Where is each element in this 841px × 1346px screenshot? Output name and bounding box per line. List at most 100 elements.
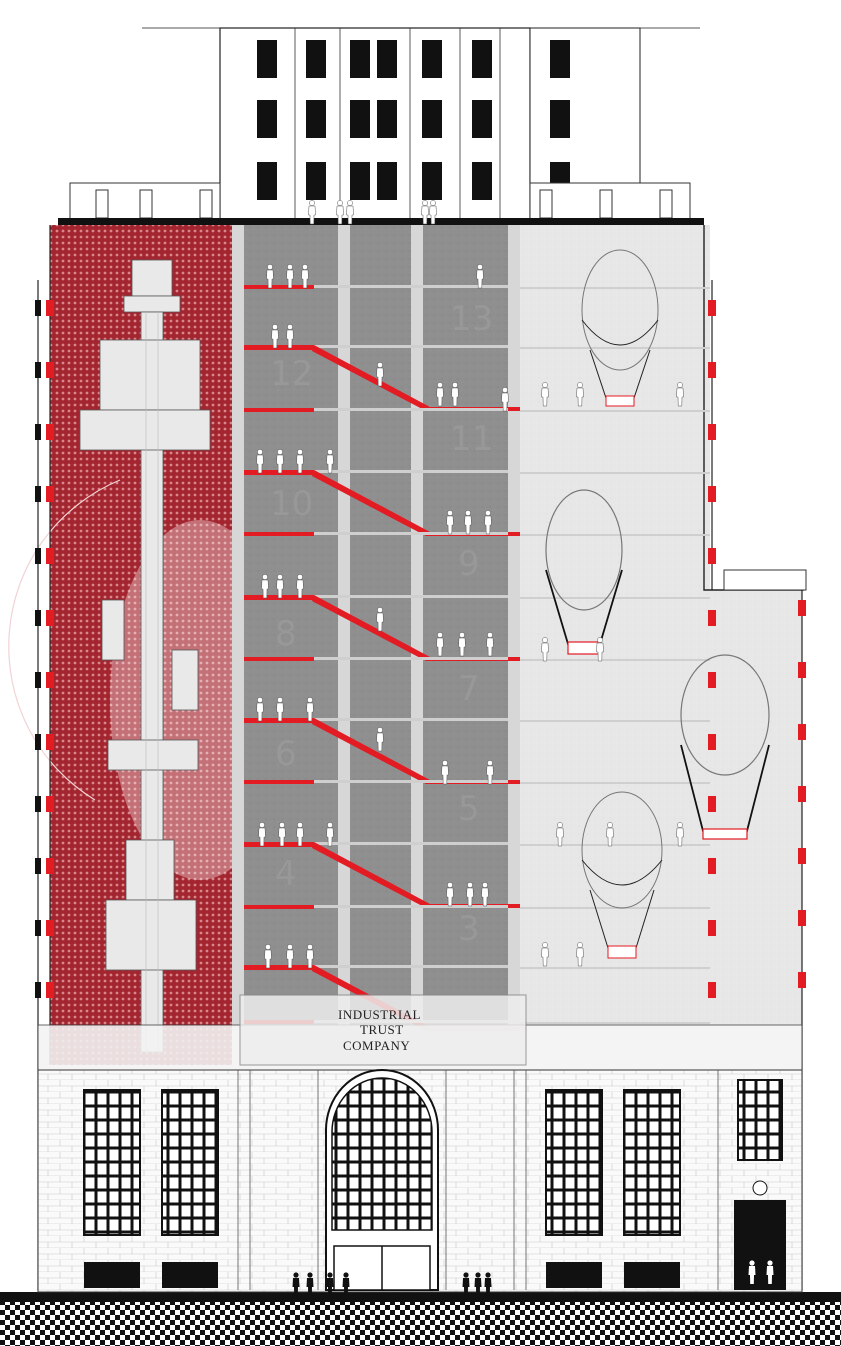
wall-tick bbox=[46, 610, 54, 626]
floor-slab bbox=[520, 907, 710, 909]
red-landing bbox=[244, 408, 314, 412]
floor-slab bbox=[244, 718, 508, 721]
wall-tick bbox=[798, 972, 806, 988]
wall-tick bbox=[708, 796, 716, 812]
wall-tick bbox=[46, 796, 54, 812]
wall-tick bbox=[35, 734, 41, 750]
floor-slab bbox=[244, 285, 508, 288]
sign-line-1: INDUSTRIAL bbox=[338, 1007, 421, 1022]
wall-tick bbox=[46, 858, 54, 874]
floor-12-label: 12 bbox=[270, 354, 313, 394]
wall-tick bbox=[708, 300, 716, 316]
floor-slab bbox=[244, 657, 508, 660]
floor-slab bbox=[520, 472, 710, 474]
wall-tick bbox=[35, 548, 41, 564]
wall-tick bbox=[35, 982, 41, 998]
floor-slab bbox=[244, 595, 508, 598]
red-landing bbox=[244, 780, 314, 784]
wall-tick bbox=[798, 724, 806, 740]
wall-tick bbox=[46, 424, 54, 440]
floor-slabs bbox=[244, 285, 710, 1031]
wall-tick bbox=[46, 982, 54, 998]
red-landing bbox=[244, 905, 314, 909]
ground-windows bbox=[83, 1079, 783, 1288]
balloon-icon bbox=[680, 654, 770, 840]
floor-6-label: 6 bbox=[275, 734, 297, 774]
wall-tick bbox=[46, 672, 54, 688]
wall-tick bbox=[46, 734, 54, 750]
floor-slab bbox=[244, 965, 508, 968]
arched-entrance bbox=[325, 1069, 439, 1291]
red-landing bbox=[244, 285, 314, 289]
wall-tick bbox=[35, 858, 41, 874]
floor-slab bbox=[244, 408, 508, 411]
wall-tick bbox=[708, 548, 716, 564]
floor-11-label: 11 bbox=[450, 419, 493, 459]
machine-column bbox=[79, 259, 211, 1053]
floor-slab bbox=[244, 345, 508, 348]
floor-5-label: 5 bbox=[458, 789, 480, 829]
balloon-icon bbox=[545, 489, 623, 655]
floor-8-label: 8 bbox=[275, 614, 297, 654]
floor-3-label: 3 bbox=[458, 909, 480, 949]
floor-slab bbox=[244, 470, 508, 473]
wall-tick bbox=[35, 796, 41, 812]
core-columns bbox=[232, 225, 520, 1025]
stepped-roofline bbox=[703, 225, 804, 591]
floor-slab bbox=[520, 659, 710, 661]
balloon-icon bbox=[581, 791, 663, 959]
wall-tick bbox=[708, 362, 716, 378]
floor-numbers: 13 12 11 10 9 8 7 6 5 4 3 bbox=[270, 299, 493, 949]
ground-pattern bbox=[0, 1302, 841, 1346]
upper-tower bbox=[142, 27, 700, 221]
red-landing bbox=[244, 965, 314, 970]
floor-slab bbox=[520, 782, 710, 784]
wall-tick bbox=[35, 486, 41, 502]
floor-slab bbox=[244, 780, 508, 783]
floor-slab bbox=[520, 347, 710, 349]
floor-13-label: 13 bbox=[450, 299, 493, 339]
red-landing bbox=[244, 532, 314, 536]
wall-tick bbox=[46, 920, 54, 936]
wall-tick bbox=[46, 300, 54, 316]
wall-tick bbox=[708, 920, 716, 936]
side-parapet bbox=[723, 569, 807, 591]
floor-slab bbox=[244, 532, 508, 535]
sign-line-3: COMPANY bbox=[343, 1038, 410, 1053]
pilasters bbox=[237, 1070, 719, 1290]
wall-tick bbox=[798, 600, 806, 616]
sign-line-2: TRUST bbox=[360, 1022, 404, 1037]
wall-tick bbox=[708, 424, 716, 440]
floor-10-label: 10 bbox=[270, 484, 313, 524]
wall-tick bbox=[798, 848, 806, 864]
wall-tick bbox=[708, 734, 716, 750]
wall-tick bbox=[35, 920, 41, 936]
floor-9-label: 9 bbox=[458, 544, 480, 584]
wall-tick bbox=[798, 910, 806, 926]
planet-arc bbox=[8, 479, 121, 801]
roof-slab bbox=[58, 218, 704, 225]
red-landing bbox=[244, 657, 314, 661]
floor-slab bbox=[520, 720, 710, 722]
balloon-icon bbox=[581, 249, 659, 407]
wall-tick bbox=[46, 486, 54, 502]
red-landing bbox=[244, 345, 314, 350]
wall-tick bbox=[708, 982, 716, 998]
floor-slab bbox=[520, 597, 710, 599]
floor-4-label: 4 bbox=[275, 854, 297, 894]
wall-tick bbox=[708, 858, 716, 874]
floor-slab bbox=[520, 410, 710, 412]
floor-slab bbox=[520, 967, 710, 969]
wall-tick bbox=[35, 672, 41, 688]
wall-tick bbox=[798, 786, 806, 802]
wall-tick bbox=[35, 300, 41, 316]
wall-ticks bbox=[35, 300, 806, 998]
wall-tick bbox=[46, 548, 54, 564]
light-block-lower bbox=[710, 590, 802, 1025]
floor-slab bbox=[520, 844, 710, 846]
floor-slab bbox=[520, 1022, 710, 1024]
red-landing bbox=[244, 842, 314, 847]
sign-panel bbox=[239, 994, 527, 1066]
side-doorway bbox=[734, 1180, 786, 1290]
